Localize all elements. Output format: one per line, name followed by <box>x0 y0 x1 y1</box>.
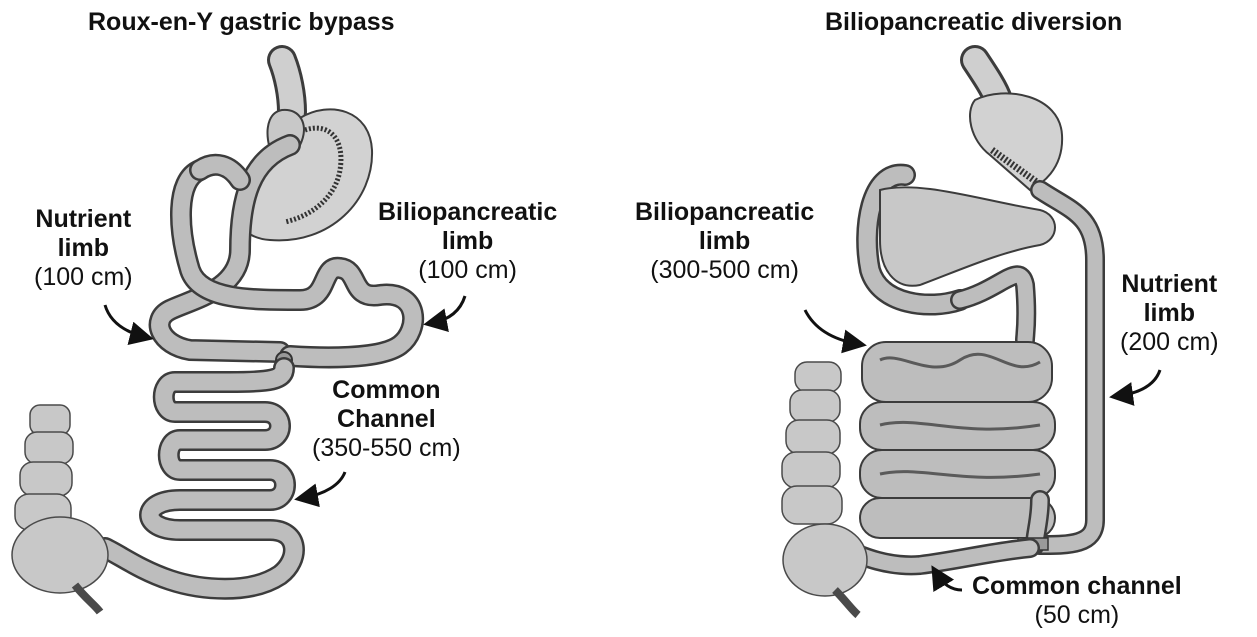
rygb-common-channel-label: Common Channel (350-550 cm) <box>312 376 461 462</box>
common-channel-arrow <box>303 472 345 498</box>
nutrient-limb-arrow <box>105 305 145 337</box>
rygb-diagram <box>12 60 465 612</box>
label-name: Biliopancreatic <box>635 198 814 227</box>
rygb-title: Roux-en-Y gastric bypass <box>88 8 395 37</box>
biliopancreatic-limb-arrow <box>805 310 858 344</box>
biliopancreatic-limb-arrow <box>432 296 465 323</box>
label-name: limb <box>635 227 814 256</box>
label-length: (100 cm) <box>34 263 133 292</box>
label-length: (300-500 cm) <box>635 256 814 285</box>
label-name: Common channel <box>972 572 1182 601</box>
label-name: Nutrient <box>34 205 133 234</box>
bpd-common-channel-label: Common channel (50 cm) <box>972 572 1182 630</box>
bpd-diagram <box>782 60 1160 615</box>
rygb-biliopancreatic-limb-label: Biliopancreatic limb (100 cm) <box>378 198 557 284</box>
rygb-nutrient-limb-label: Nutrient limb (100 cm) <box>34 205 133 291</box>
label-length: (200 cm) <box>1120 328 1219 357</box>
bpd-biliopancreatic-limb-label: Biliopancreatic limb (300-500 cm) <box>635 198 814 284</box>
small-bowel <box>860 342 1055 538</box>
label-name: Biliopancreatic <box>378 198 557 227</box>
common-channel-arrow <box>936 573 962 590</box>
label-name: limb <box>34 234 133 263</box>
label-name: Channel <box>312 405 461 434</box>
label-length: (50 cm) <box>972 601 1182 630</box>
gastric-remnant <box>970 93 1062 190</box>
bpd-nutrient-limb-label: Nutrient limb (200 cm) <box>1120 270 1219 356</box>
label-name: Nutrient <box>1120 270 1219 299</box>
nutrient-limb-arrow <box>1118 370 1160 396</box>
label-length: (350-550 cm) <box>312 434 461 463</box>
label-length: (100 cm) <box>378 256 557 285</box>
colon <box>12 405 108 612</box>
label-name: limb <box>378 227 557 256</box>
label-name: limb <box>1120 299 1219 328</box>
label-name: Common <box>312 376 461 405</box>
colon <box>782 362 867 615</box>
bpd-title: Biliopancreatic diversion <box>825 8 1122 37</box>
